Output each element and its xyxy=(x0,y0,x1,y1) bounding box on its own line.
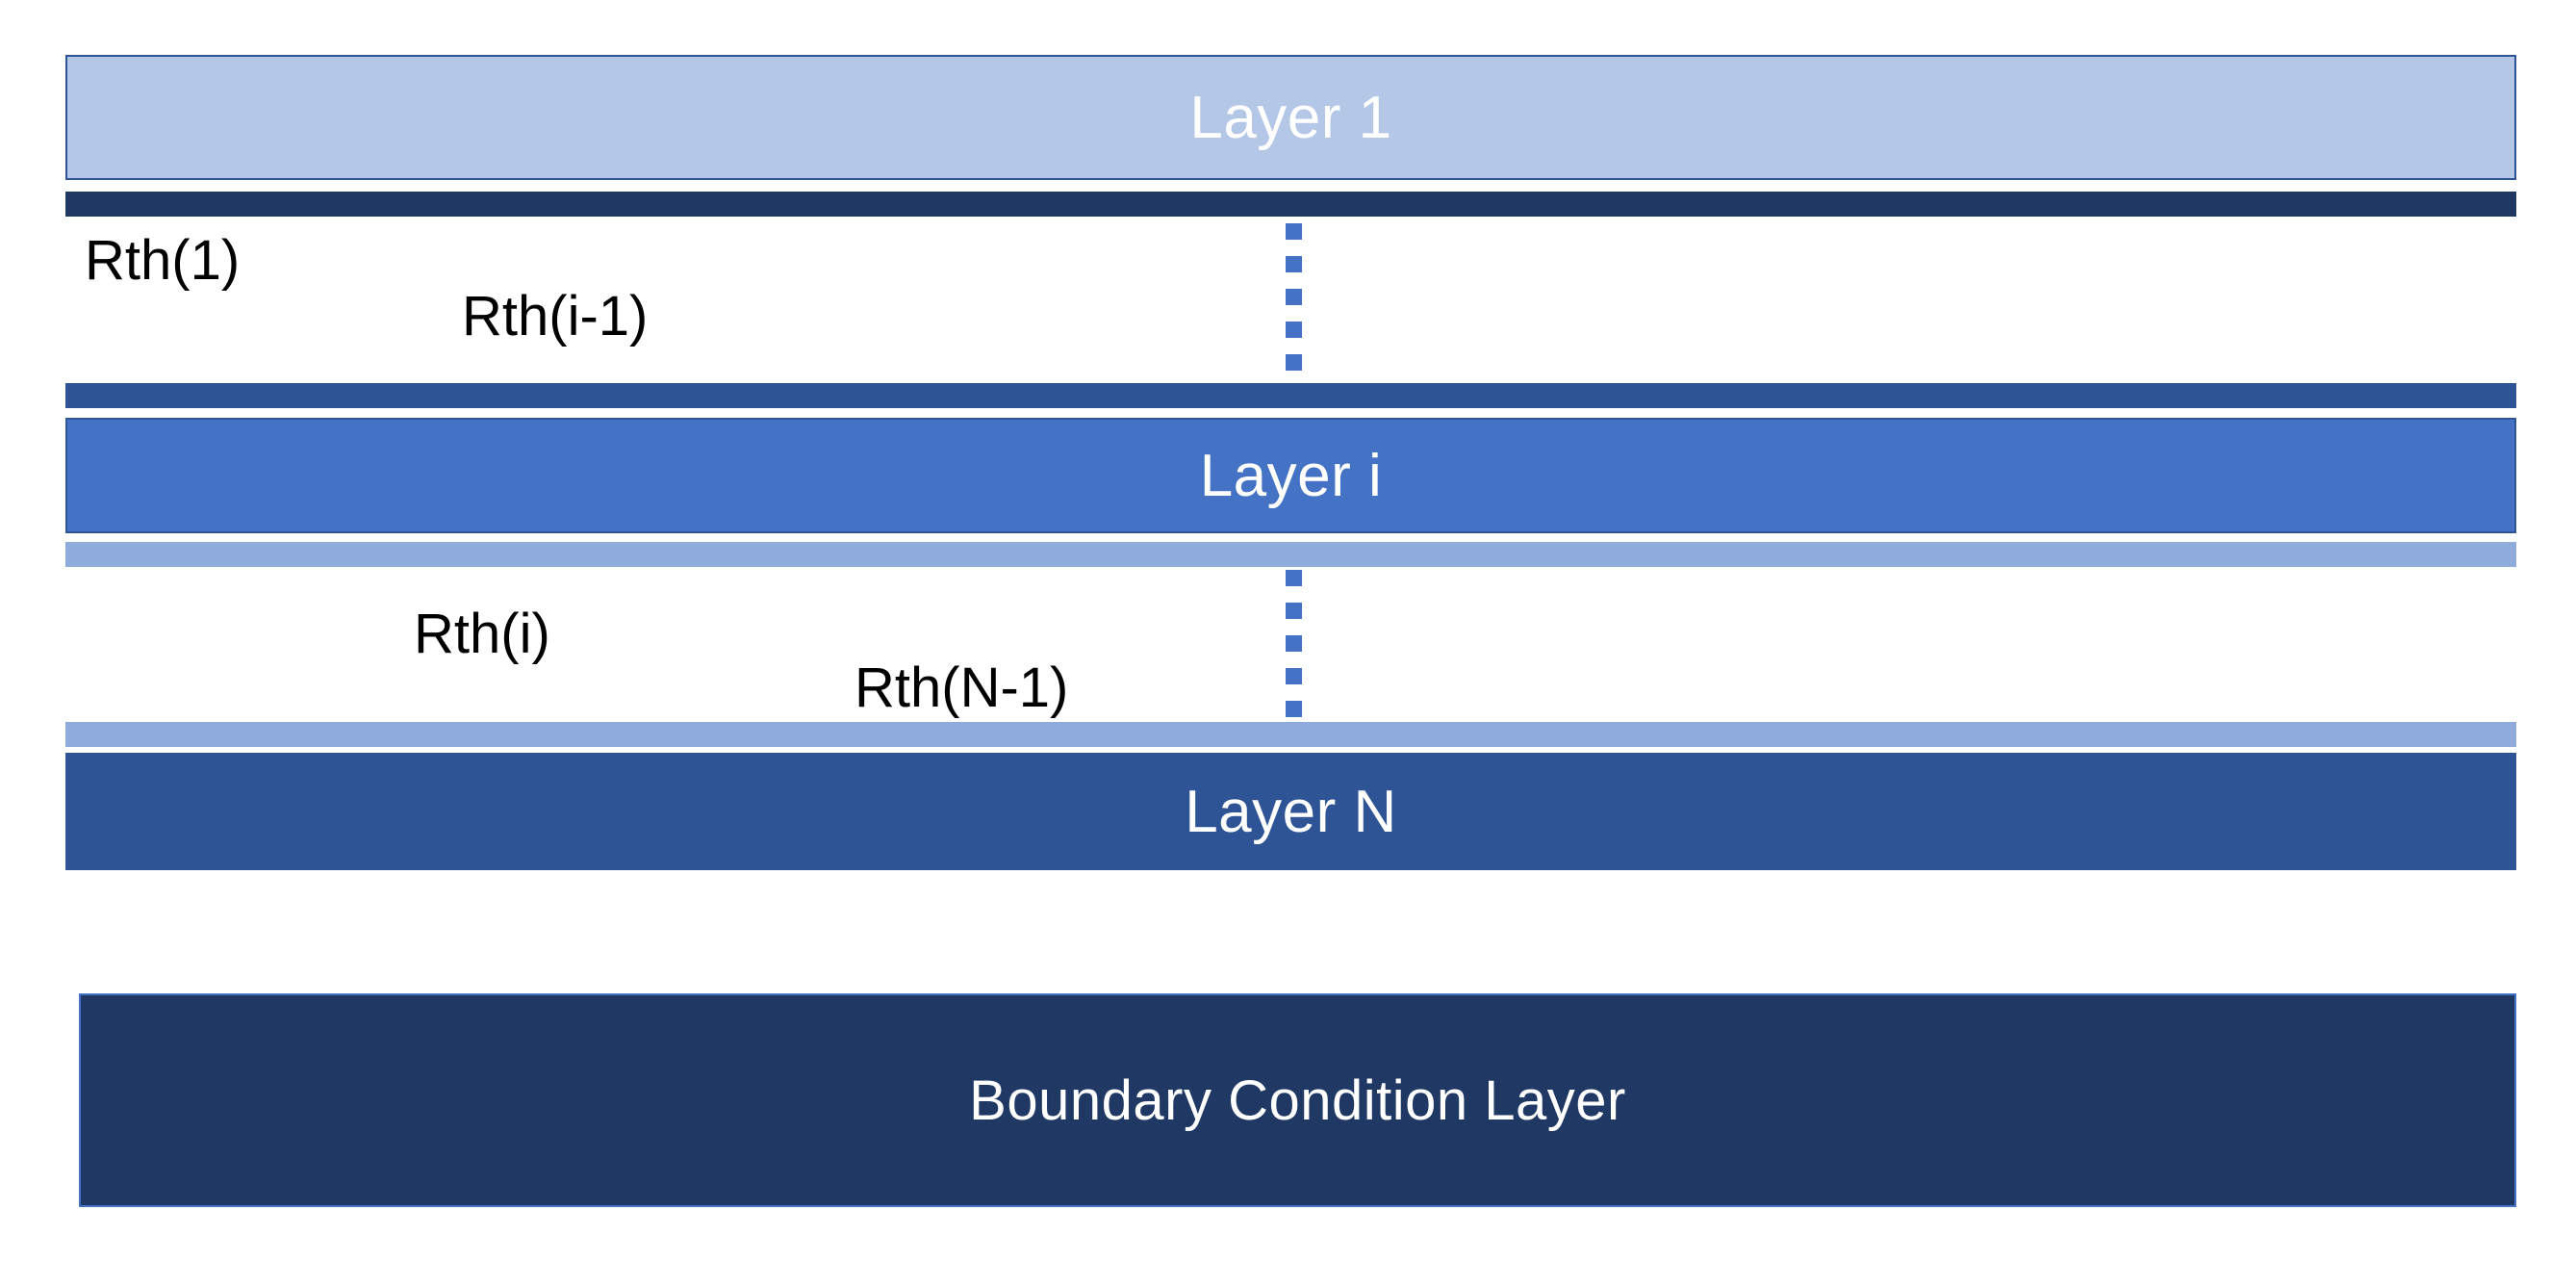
ellipsis-dot xyxy=(1286,223,1302,240)
layer-block-boundary-condition[interactable]: Boundary Condition Layer xyxy=(79,993,2516,1207)
ellipsis-dot xyxy=(1286,603,1302,619)
layer-label-layer-1: Layer 1 xyxy=(1189,84,1392,151)
vertical-ellipsis-icon-upper xyxy=(1286,223,1302,387)
layer-label-layer-n: Layer N xyxy=(1185,778,1397,845)
resistance-label-rth-1: Rth(1) xyxy=(85,229,241,292)
layer-block-layer-1[interactable]: Layer 1 xyxy=(65,55,2516,180)
layer-block-layer-i[interactable]: Layer i xyxy=(65,418,2516,533)
ellipsis-dot xyxy=(1286,354,1302,371)
thermal-interface-band-3[interactable] xyxy=(65,542,2516,567)
layer-label-boundary-condition: Boundary Condition Layer xyxy=(969,1068,1626,1132)
thermal-interface-band-4[interactable] xyxy=(65,722,2516,747)
ellipsis-dot xyxy=(1286,668,1302,684)
resistance-label-rth-i-minus-1: Rth(i-1) xyxy=(462,285,649,347)
ellipsis-dot xyxy=(1286,256,1302,272)
layer-label-layer-i: Layer i xyxy=(1199,442,1383,509)
ellipsis-dot xyxy=(1286,322,1302,338)
resistance-label-rth-n-minus-1: Rth(N-1) xyxy=(854,656,1069,719)
thermal-interface-band-1[interactable] xyxy=(65,192,2516,217)
layer-block-layer-n[interactable]: Layer N xyxy=(65,753,2516,870)
resistance-label-rth-i: Rth(i) xyxy=(414,603,550,665)
ellipsis-dot xyxy=(1286,289,1302,305)
vertical-ellipsis-icon-lower xyxy=(1286,570,1302,733)
ellipsis-dot xyxy=(1286,635,1302,652)
ellipsis-dot xyxy=(1286,570,1302,586)
ellipsis-dot xyxy=(1286,701,1302,717)
thermal-interface-band-2[interactable] xyxy=(65,383,2516,408)
